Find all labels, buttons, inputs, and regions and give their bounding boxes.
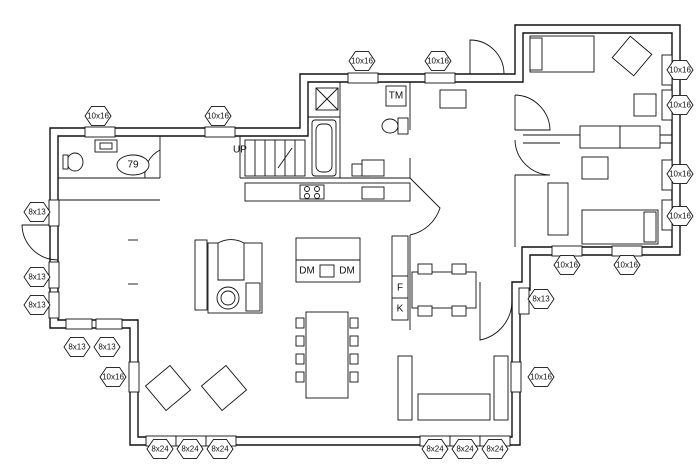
window-size-label: 8x13 <box>28 273 46 282</box>
window-tag-hexagon <box>23 294 51 316</box>
window-tag-hexagon <box>553 254 581 276</box>
window-size-label: 8x13 <box>98 343 116 352</box>
room-number-tag <box>116 154 150 176</box>
window-size-label: 8x13 <box>28 208 46 217</box>
doors <box>21 39 551 341</box>
window-size-label: 10x16 <box>669 170 691 179</box>
window-tag-hexagon <box>527 366 555 388</box>
window-tag-hexagon <box>666 94 694 116</box>
window-size-label: 8x24 <box>151 445 169 454</box>
bedroom-chair <box>611 35 653 77</box>
window-size-label: 10x16 <box>616 261 638 270</box>
window-tag-hexagon <box>23 201 51 223</box>
window-tag-hexagon <box>84 105 112 127</box>
dm-left-label: DM <box>299 266 315 277</box>
window-size-label: 10x16 <box>102 373 124 382</box>
window-size-label: 8x24 <box>426 445 444 454</box>
window-tag-hexagon <box>146 438 174 460</box>
interior-walls <box>58 82 672 330</box>
window-size-label: 10x16 <box>351 57 373 66</box>
stairs <box>244 139 306 177</box>
window-tag-hexagon <box>666 205 694 227</box>
window-tags: 10x16 10x16 10x16 10x16 10x16 10x16 10x16 10x16… <box>23 50 694 460</box>
window-tag-hexagon <box>666 163 694 185</box>
window-tag-hexagon <box>206 438 234 460</box>
window-size-label: 10x16 <box>669 101 691 110</box>
desk <box>633 93 657 117</box>
room-number: 79 <box>127 160 139 171</box>
window-size-label: 8x24 <box>211 445 229 454</box>
window-size-label: 8x13 <box>532 295 550 304</box>
window-size-label: 10x16 <box>427 57 449 66</box>
dm-right-label: DM <box>339 266 355 277</box>
window-tag-hexagon <box>176 438 204 460</box>
tm-label: TM <box>389 91 403 102</box>
window-size-label: 10x16 <box>87 112 109 121</box>
window-seat-left <box>397 355 413 421</box>
window-seat-right <box>493 355 509 421</box>
window-size-label: 10x16 <box>556 261 578 270</box>
window-tag-hexagon <box>666 59 694 81</box>
window-size-label: 10x16 <box>669 66 691 75</box>
window-size-label: 10x16 <box>669 212 691 221</box>
window-size-label: 8x13 <box>68 343 86 352</box>
stair-up-label: UP <box>233 145 247 156</box>
hall-cabinet <box>439 89 467 109</box>
fridge-label: F <box>397 283 403 294</box>
window-size-label: 10x16 <box>207 112 229 121</box>
window-size-label: 8x13 <box>28 301 46 310</box>
window-tag-hexagon <box>527 288 555 310</box>
breakfast-table <box>411 271 477 309</box>
window-tag-hexagon <box>93 336 121 358</box>
window-tag-hexagon <box>63 336 91 358</box>
window-inserts <box>48 54 673 447</box>
window-size-label: 10x16 <box>530 373 552 382</box>
window-seat <box>417 393 491 421</box>
dining-table <box>305 311 349 399</box>
kitchen-label: K <box>397 304 404 315</box>
closet <box>579 125 621 149</box>
armchair <box>144 364 192 412</box>
window-tag-hexagon <box>23 266 51 288</box>
window-tag-hexagon <box>348 50 376 72</box>
dresser <box>581 156 609 180</box>
window-tag-hexagon <box>204 105 232 127</box>
window-size-label: 8x24 <box>456 445 474 454</box>
kitchen-counter <box>244 182 411 202</box>
outlet-marks <box>128 239 138 285</box>
window-tag-hexagon <box>613 254 641 276</box>
pantry-cabinets <box>391 235 409 321</box>
window-size-label: 8x24 <box>181 445 199 454</box>
window-tag-hexagon <box>481 438 509 460</box>
bed <box>547 182 569 236</box>
linen-closet <box>385 85 407 107</box>
window-tag-hexagon <box>451 438 479 460</box>
window-size-label: 8x24 <box>486 445 504 454</box>
cooktop <box>299 184 325 200</box>
window-tag-hexagon <box>421 438 449 460</box>
island-bench <box>194 239 208 311</box>
fixtures: 79 UP TM <box>62 35 661 421</box>
toilet <box>381 118 399 134</box>
window-tag-hexagon <box>424 50 452 72</box>
window-tag-hexagon <box>99 366 127 388</box>
armchair <box>200 364 248 412</box>
